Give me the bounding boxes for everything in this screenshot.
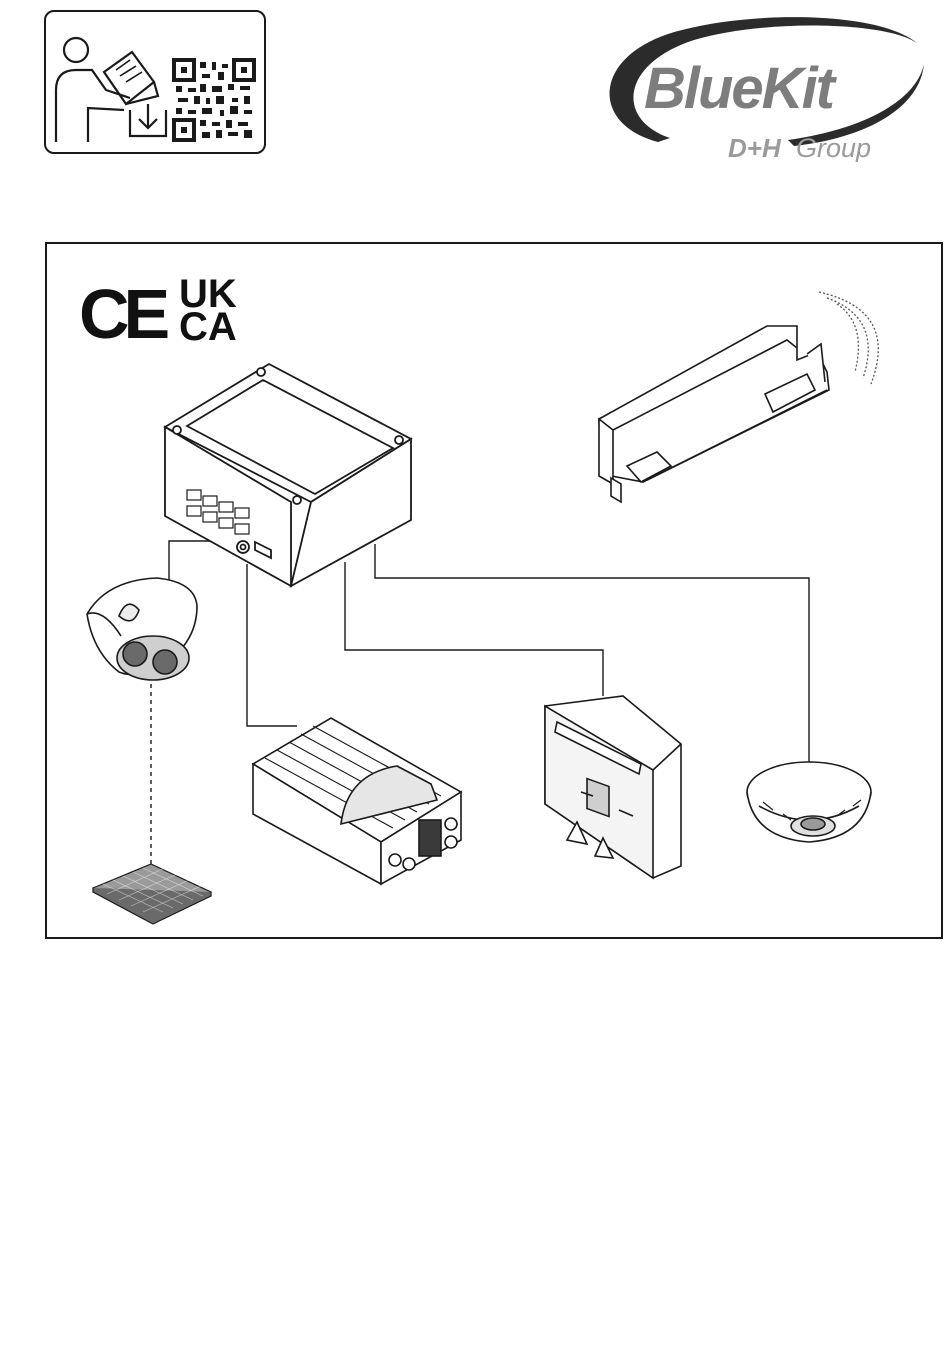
- group-suffix: Group: [796, 133, 871, 162]
- manual-download-panel: [44, 10, 266, 154]
- group-prefix: D+H: [728, 133, 782, 162]
- smoke-detector-icon: [747, 762, 871, 842]
- ce-mark: CE: [79, 275, 168, 353]
- contact-mat-icon: [93, 864, 211, 924]
- vent-button-icon: [545, 696, 681, 878]
- actuator-icon: [253, 718, 461, 884]
- radio-module-icon: [599, 292, 878, 502]
- qr-code-icon: [174, 60, 254, 140]
- certification-marks: CE UK CA: [79, 272, 237, 353]
- user-laptop-download-icon: [46, 12, 264, 152]
- brand-logo: BlueKit D+H Group: [598, 12, 928, 162]
- ukca-mark-bottom: CA: [179, 305, 237, 349]
- brand-name: BlueKit: [644, 56, 838, 121]
- ceiling-sensor-icon: [87, 578, 197, 680]
- system-overview-figure: CE UK CA: [45, 242, 943, 939]
- connection-wires: [151, 541, 809, 884]
- control-box-icon: [165, 364, 411, 586]
